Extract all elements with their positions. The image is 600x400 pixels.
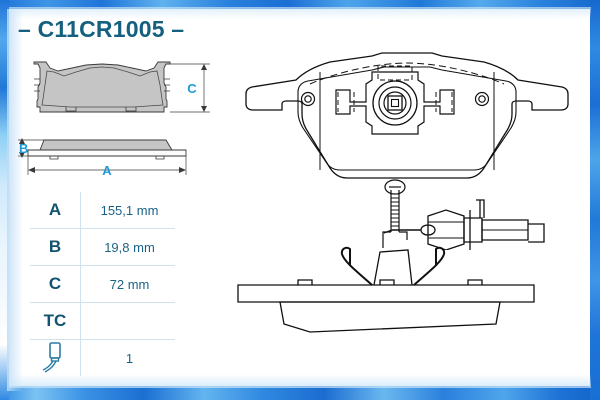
pad-bottom-lug-right (125, 107, 137, 112)
mounting-hole-right (474, 91, 490, 107)
center-boss-dashed-detail (337, 65, 453, 112)
sensor-cable-hatching (391, 193, 399, 231)
spec-value: 72 mm (109, 276, 150, 292)
mounting-hole-right-inner (478, 95, 486, 103)
frame-top-band (0, 0, 600, 9)
spec-key (30, 341, 80, 375)
center-hub-square (387, 95, 403, 111)
spec-key: B (48, 237, 62, 256)
page-title: – C11CR1005 – (18, 16, 185, 42)
sensor-connector-assembly (383, 199, 545, 250)
frame-bottom-band (0, 386, 600, 400)
sensor-cable-shaft (390, 190, 400, 232)
dimension-b-group (18, 138, 44, 158)
left-drawing-svg: C B A (18, 61, 210, 178)
dimension-c-group (170, 63, 210, 113)
connector-tab-top (476, 199, 485, 218)
spec-table: A 155,1 mm B 19,8 mm C 72 mm TC (30, 192, 175, 376)
pad-right-ear-notch (164, 78, 170, 92)
dimension-b-arrow-bottom (19, 152, 25, 158)
table-row: B 19,8 mm (30, 229, 175, 266)
spec-value: 19,8 mm (104, 239, 155, 255)
mounting-hole-left (300, 91, 316, 107)
connector-housing (427, 209, 465, 250)
dimension-label-b: B (19, 141, 28, 156)
spec-column-divider (80, 192, 81, 228)
wear-sensor-icon (40, 341, 70, 375)
center-hub-ring-inner (383, 91, 407, 115)
right-drawing-svg (245, 52, 569, 250)
table-row: 1 (30, 340, 175, 376)
spec-column-divider (80, 229, 81, 265)
side-lug-left (297, 279, 313, 285)
dimension-c-arrow-bottom (201, 106, 207, 112)
table-row: TC (30, 303, 175, 340)
backplate-top-dashed-arc (309, 62, 505, 85)
spring-clip-right (413, 246, 446, 286)
center-hub-square-inner (390, 98, 400, 108)
connector-pin-tip (383, 229, 393, 234)
pad-side-backplate (27, 149, 187, 157)
connector-flange-body (463, 217, 483, 243)
pad-friction-contour (41, 66, 164, 108)
table-row: A 155,1 mm (30, 192, 175, 229)
dimension-a-group (27, 156, 187, 175)
pad-side-lug-left (49, 156, 59, 160)
retaining-bracket (373, 249, 413, 286)
spring-clip-left (340, 246, 373, 286)
friction-material-outline (297, 66, 517, 171)
frame-inner-fade-bottom (9, 374, 591, 388)
spec-column-divider (80, 303, 81, 339)
connector-barrel-end (528, 223, 545, 243)
spec-column-divider (80, 340, 81, 376)
spec-column-divider (80, 266, 81, 302)
pad-side-lug-right (155, 156, 165, 160)
spec-key: A (48, 200, 62, 219)
pad-left-ear-notch (34, 78, 40, 92)
side-lug-right (467, 279, 483, 285)
spec-value: 155,1 mm (100, 202, 159, 218)
right-bottom-technical-drawing (232, 240, 592, 350)
right-technical-drawing (232, 50, 592, 250)
side-backplate (237, 284, 535, 303)
spec-key: TC (43, 311, 67, 330)
dimension-a-arrow-right (179, 167, 186, 173)
side-friction-block (279, 301, 501, 333)
backplate-outline (245, 52, 569, 179)
table-row: C 72 mm (30, 266, 175, 303)
pad-side-friction (39, 139, 173, 151)
center-hub-ring-mid (378, 86, 412, 120)
spec-value: 1 (125, 350, 134, 366)
spec-key: C (48, 274, 62, 293)
center-hub-ring-outer (372, 80, 418, 126)
mounting-hole-left-inner (304, 95, 312, 103)
dimension-a-arrow-left (28, 167, 35, 173)
pad-bottom-lug-left (65, 107, 77, 112)
dimension-c-arrow-top (201, 64, 207, 70)
dimension-b-arrow-top (19, 138, 25, 144)
dimension-label-a: A (102, 163, 112, 178)
left-technical-drawing: C B A (14, 55, 229, 180)
frame-left-band (0, 0, 9, 400)
right-bottom-drawing-svg (237, 246, 535, 333)
center-boss-outline (335, 71, 455, 135)
side-lug-center (379, 279, 395, 285)
connector-barrel (481, 219, 529, 241)
dimension-label-c: C (187, 81, 197, 96)
